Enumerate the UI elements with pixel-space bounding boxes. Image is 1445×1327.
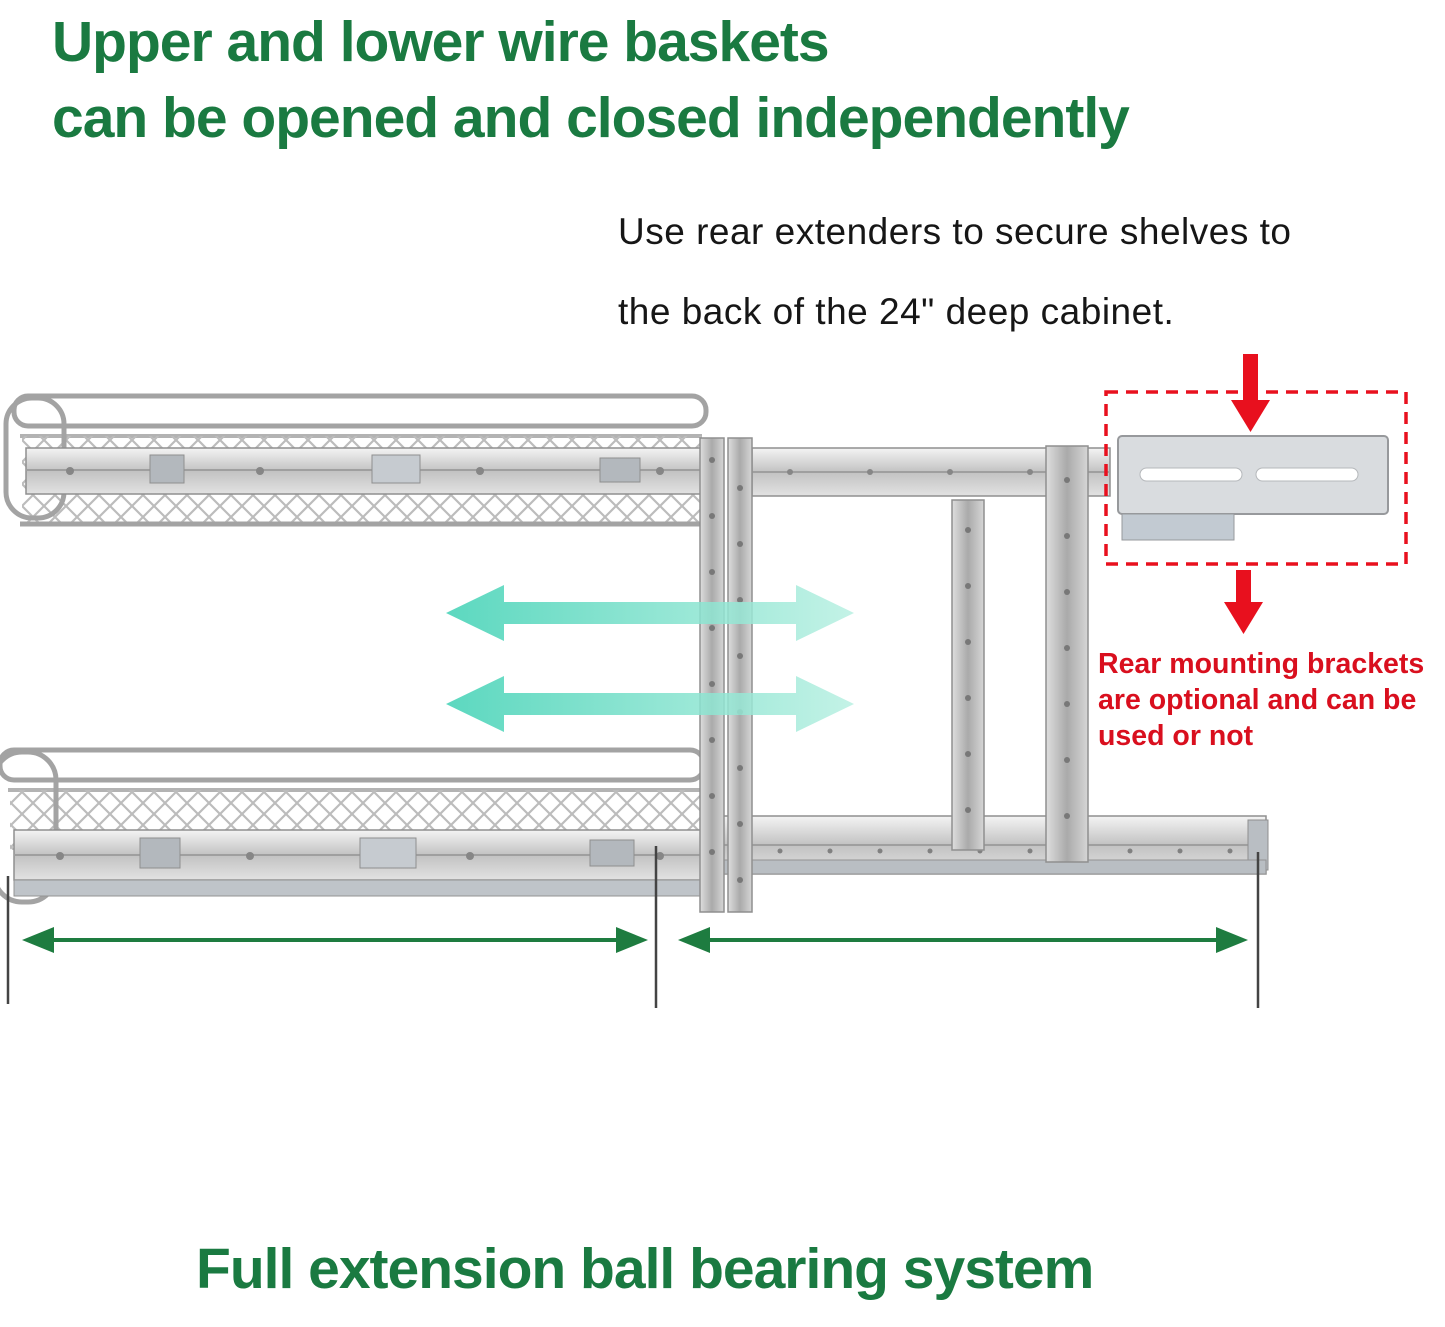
width-dimension-left xyxy=(6,846,658,1008)
rear-bracket-warning-line-2: are optional and can be xyxy=(1098,684,1417,716)
rear-extender-note-line-1: Use rear extenders to secure shelves to xyxy=(618,211,1292,252)
width-dimension-right xyxy=(678,852,1260,1008)
lower-right-rail xyxy=(705,815,1269,875)
slide-direction-arrow-lower xyxy=(446,676,854,732)
rear-bracket-warning: Rear mounting brackets are optional and … xyxy=(1098,646,1424,754)
top-headline-line-2: can be opened and closed independently xyxy=(52,86,1130,150)
bottom-headline: Full extension ball bearing system xyxy=(196,1237,1094,1301)
top-headline: Upper and lower wire baskets can be open… xyxy=(52,4,1130,156)
upper-wire-basket xyxy=(3,393,709,527)
rear-extender-note-line-2: the back of the 24" deep cabinet. xyxy=(618,291,1175,332)
lower-wire-basket xyxy=(0,747,707,905)
red-down-arrow-bottom xyxy=(1224,570,1263,634)
red-down-arrow-top xyxy=(1231,354,1270,432)
rear-bracket-warning-line-1: Rear mounting brackets xyxy=(1098,648,1425,680)
top-headline-line-1: Upper and lower wire baskets xyxy=(52,10,830,74)
slide-direction-arrow-upper xyxy=(446,585,854,641)
rear-extender-bracket xyxy=(1117,435,1389,541)
frame-posts xyxy=(699,437,1089,913)
rear-extender-note: Use rear extenders to secure shelves to … xyxy=(618,192,1292,352)
rear-bracket-warning-line-3: used or not xyxy=(1098,720,1254,752)
